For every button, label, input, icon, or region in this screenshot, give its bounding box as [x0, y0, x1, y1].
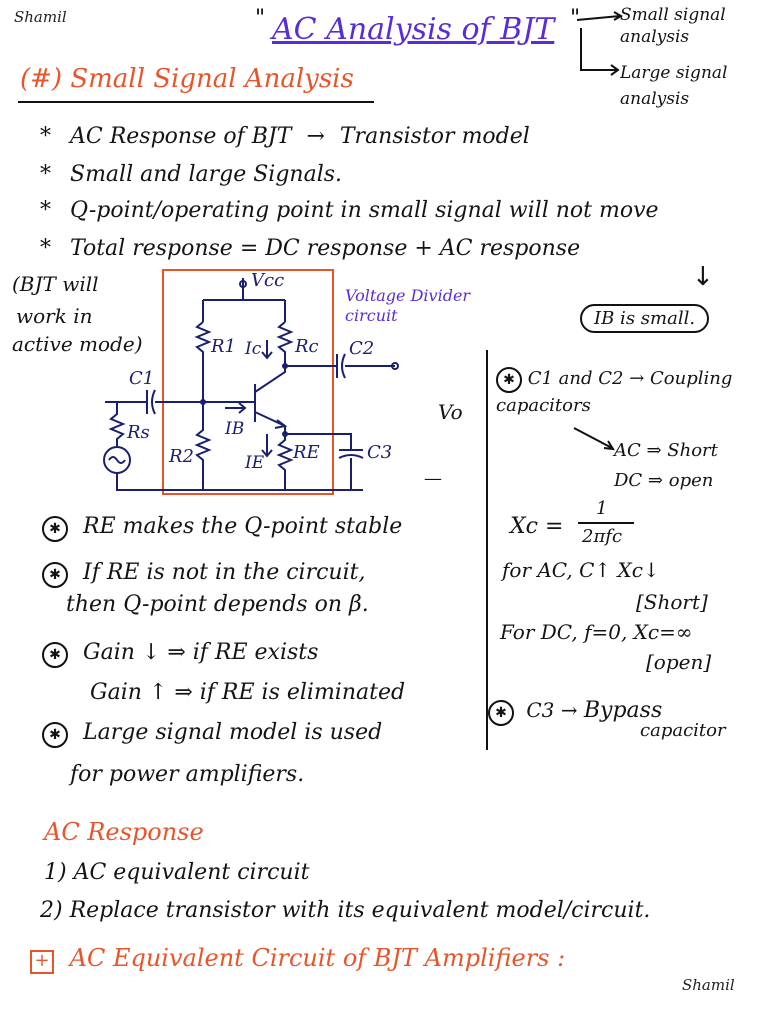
down-arrow-icon: ↓ [692, 262, 714, 292]
branch-arrows [576, 11, 624, 76]
bullet-qpoint: * Q-point/operating point in small signa… [40, 198, 659, 223]
ac-equivalent-heading: + AC Equivalent Circuit of BJT Amplifier… [30, 944, 565, 974]
star-circle-icon: ✱ [42, 642, 68, 668]
bullet-marker: * [40, 236, 51, 261]
title-quotes-left: " [255, 6, 266, 31]
note-ac-short: AC ⇒ Short [614, 440, 718, 461]
note-if-re-text: If RE is not in the circuit, [83, 560, 366, 585]
label-r2: R2 [168, 446, 194, 467]
note-bypass-left: C3 → [526, 698, 578, 722]
note-dc-open: DC ⇒ open [614, 470, 714, 491]
arrow-icon: → [306, 124, 325, 149]
signature-top: Shamil [14, 8, 67, 26]
branch-large-signal: Large signal analysis [620, 63, 728, 109]
star-circle-icon: ✱ [42, 516, 68, 542]
label-rc: Rc [294, 336, 319, 357]
note-open: [open] [646, 650, 712, 674]
label-vcc: Vcc [251, 270, 284, 291]
coupling-arrow [573, 427, 615, 451]
xc-fraction-bar [578, 522, 634, 524]
label-c1: C1 [129, 368, 154, 389]
note-large-signal: ✱ Large signal model is used [42, 720, 382, 748]
bullet-text: Transistor model [339, 124, 530, 149]
bullet-total-response: * Total response = DC response + AC resp… [40, 236, 580, 261]
bullet-text: Small and large Signals. [70, 162, 343, 187]
note-coupling: ✱ C1 and C2 → Coupling capacitors [496, 366, 756, 419]
note-for-ac: for AC, C↑ Xc↓ [502, 558, 660, 582]
label-rs: Rs [126, 422, 150, 443]
ib-small-badge: IB is small. [580, 304, 710, 333]
label-re: RE [292, 442, 320, 463]
circuit-callout: Voltage Divider circuit [345, 286, 471, 325]
side-note-line-3: active mode) [12, 332, 143, 356]
boxed-plus-icon: + [30, 950, 54, 974]
note-if-re: ✱ If RE is not in the circuit, [42, 560, 365, 588]
bullet-marker: * [40, 198, 51, 223]
label-c2: C2 [349, 338, 374, 359]
note-bypass-capacitor: capacitor [640, 720, 726, 741]
bullet-signals: * Small and large Signals. [40, 162, 342, 187]
bullet-text: Q-point/operating point in small signal … [70, 198, 659, 223]
label-ib: IB [224, 419, 244, 439]
note-gain-eliminated: Gain ↑ ⇒ if RE is eliminated [90, 680, 406, 705]
circuit-highlight-box [162, 269, 334, 495]
page-title: AC Analysis of BJT [272, 12, 555, 47]
xc-denominator: 2πfc [582, 526, 623, 547]
star-circle-icon: ✱ [42, 722, 68, 748]
section-heading: (#) Small Signal Analysis [20, 64, 354, 94]
ac-step-2: 2) Replace transistor with its equivalen… [40, 898, 651, 923]
note-short: [Short] [636, 590, 708, 614]
note-gain-exists: ✱ Gain ↓ ⇒ if RE exists [42, 640, 318, 668]
note-bypass-right: Bypass [583, 698, 663, 723]
label-ic: Ic [244, 339, 262, 359]
xc-formula-left: Xc = [510, 514, 564, 539]
ac-response-heading: AC Response [44, 818, 204, 846]
note-coupling-text: C1 and C2 → Coupling capacitors [496, 368, 733, 416]
side-note-line-2: work in [16, 304, 93, 328]
star-circle-icon: ✱ [496, 367, 522, 393]
xc-numerator: 1 [596, 498, 608, 519]
ac-equivalent-heading-text: AC Equivalent Circuit of BJT Amplifiers … [69, 944, 566, 972]
label-c3: C3 [367, 442, 392, 463]
note-gain-exists-text: Gain ↓ ⇒ if RE exists [83, 640, 319, 665]
label-vo: Vo [438, 400, 463, 424]
title-quotes-right: " [570, 6, 581, 31]
section-underline [18, 101, 374, 103]
bullet-marker: * [40, 162, 51, 187]
label-ie: IE [244, 453, 265, 473]
branch-small-signal: Small signal analysis [620, 5, 726, 47]
star-circle-icon: ✱ [42, 562, 68, 588]
bullet-text: AC Response of BJT [70, 124, 292, 149]
label-minus: — [424, 468, 442, 489]
note-re-stable: ✱ RE makes the Q-point stable [42, 514, 402, 542]
note-bypass: ✱ C3 → Bypass [488, 698, 662, 726]
note-re-stable-text: RE makes the Q-point stable [83, 514, 403, 539]
ac-step-1: 1) AC equivalent circuit [44, 860, 310, 885]
note-power-amplifiers: for power amplifiers. [70, 762, 305, 787]
column-divider [486, 350, 488, 750]
bullet-ac-response: * AC Response of BJT → Transistor model [40, 124, 530, 149]
note-then-q: then Q-point depends on β. [66, 592, 369, 617]
signature-bottom: Shamil [682, 976, 735, 994]
note-for-dc: For DC, f=0, Xc=∞ [500, 620, 693, 644]
voltage-divider-circuit: Vcc R1 Ic Rc C2 + C1 Rs Vs IB R2 IE RE C… [103, 269, 399, 495]
bullet-text: Total response = DC response + AC respon… [70, 236, 581, 261]
star-circle-icon: ✱ [488, 700, 514, 726]
side-note-line-1: (BJT will [12, 272, 99, 296]
bullet-marker: * [40, 124, 51, 149]
label-r1: R1 [210, 336, 236, 357]
note-large-signal-text: Large signal model is used [83, 720, 383, 745]
